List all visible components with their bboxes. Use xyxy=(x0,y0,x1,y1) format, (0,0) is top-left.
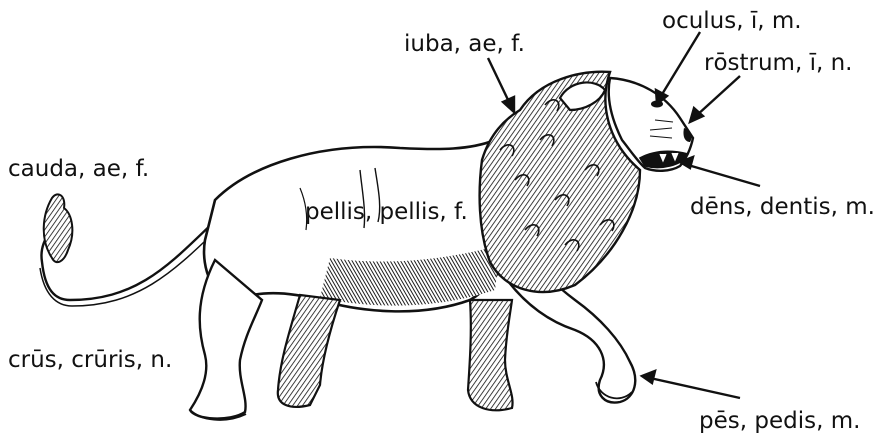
label-oculus: oculus, ī, m. xyxy=(662,10,802,33)
label-rostrum: rōstrum, ī, n. xyxy=(704,52,853,75)
lion-hind-leg-far xyxy=(278,295,340,407)
lion-front-leg-far xyxy=(468,300,513,410)
lion-tail-tuft xyxy=(44,194,73,262)
label-pellis: pellis, pellis, f. xyxy=(305,201,468,224)
label-dens: dēns, dentis, m. xyxy=(690,196,875,219)
label-iuba: iuba, ae, f. xyxy=(404,33,525,56)
label-cauda: cauda, ae, f. xyxy=(8,158,149,181)
label-pes: pēs, pedis, m. xyxy=(699,410,860,433)
label-crus: crūs, crūris, n. xyxy=(8,349,172,372)
